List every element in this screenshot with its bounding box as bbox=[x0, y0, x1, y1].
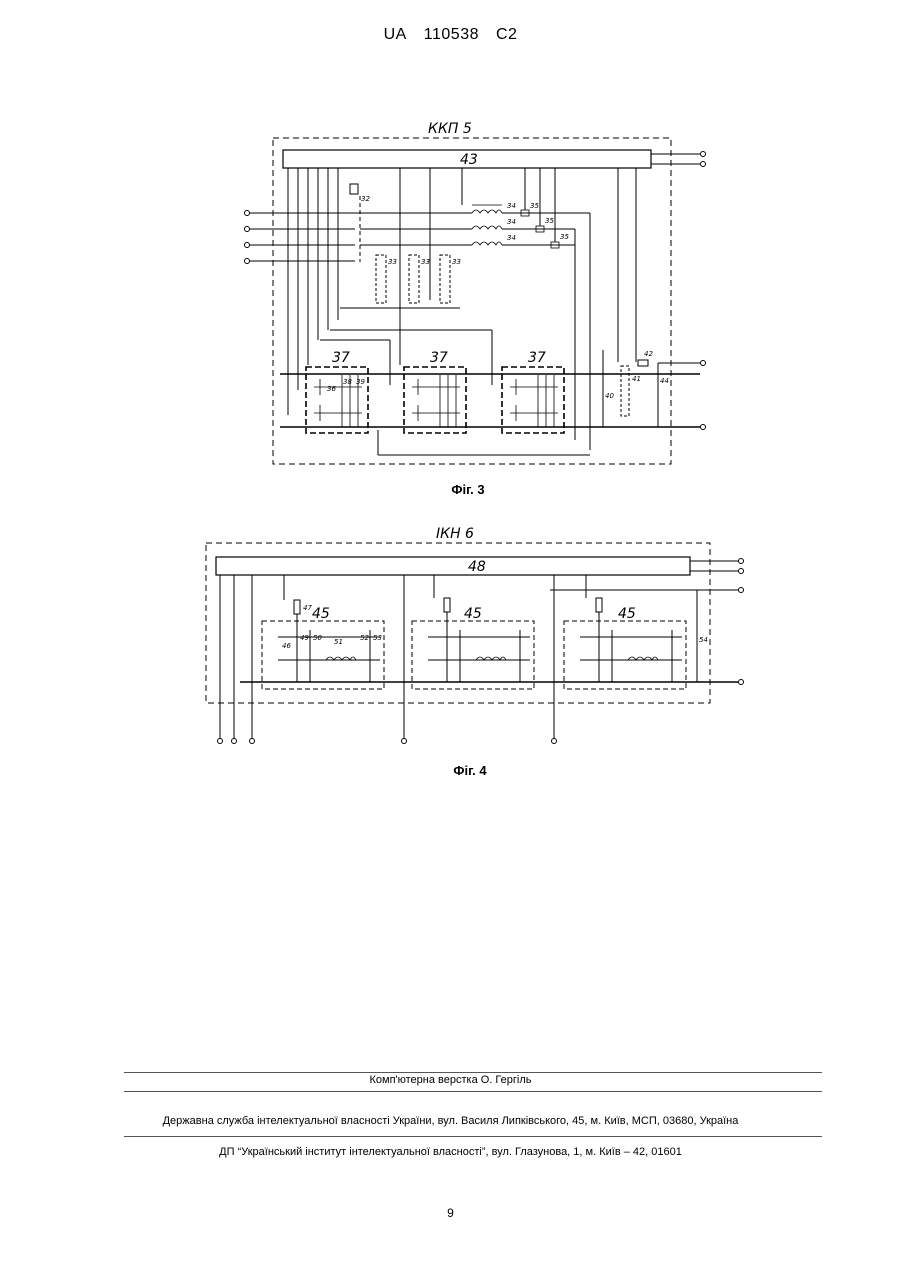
fig4-label-49: 49 bbox=[300, 634, 309, 642]
fig4-label-52: 52 bbox=[360, 634, 369, 642]
fig4-label-46: 46 bbox=[282, 642, 291, 650]
fig4-module-45-1 bbox=[262, 621, 384, 689]
fig4-label-51: 51 bbox=[334, 638, 343, 646]
fig4-module-45-3 bbox=[564, 621, 686, 689]
agency-address: Державна служба інтелектуальної власност… bbox=[0, 1115, 901, 1127]
page-number: 9 bbox=[0, 1206, 901, 1220]
fig4-label-54: 54 bbox=[699, 636, 708, 644]
fig4-block-title: ІКН 6 bbox=[436, 526, 474, 542]
figure-4-caption: Фіг. 4 bbox=[410, 763, 530, 778]
fig4-bus-label: 48 bbox=[468, 559, 486, 575]
fig4-outer-block bbox=[206, 543, 710, 703]
footer-rule-top bbox=[124, 1072, 822, 1073]
fig4-module-label-3: 45 bbox=[618, 606, 636, 622]
footer-rule-bottom bbox=[124, 1136, 822, 1137]
footer-rule-middle bbox=[124, 1091, 822, 1092]
fig4-bus-48 bbox=[216, 557, 690, 575]
layout-credit: Комп'ютерна верстка О. Гергіль bbox=[0, 1074, 901, 1086]
figure-4-diagram: ІКН 6 48 45 45 45 46 47 49 50 51 52 53 5… bbox=[0, 0, 901, 780]
fig4-label-53: 53 bbox=[373, 634, 382, 642]
fig4-module-label-2: 45 bbox=[464, 606, 482, 622]
fig4-module-45-2 bbox=[412, 621, 534, 689]
fig4-module-label-1: 45 bbox=[312, 606, 330, 622]
fig4-label-50: 50 bbox=[313, 634, 322, 642]
fig4-label-47: 47 bbox=[303, 604, 312, 612]
institute-address: ДП “Український інститут інтелектуальної… bbox=[0, 1146, 901, 1158]
